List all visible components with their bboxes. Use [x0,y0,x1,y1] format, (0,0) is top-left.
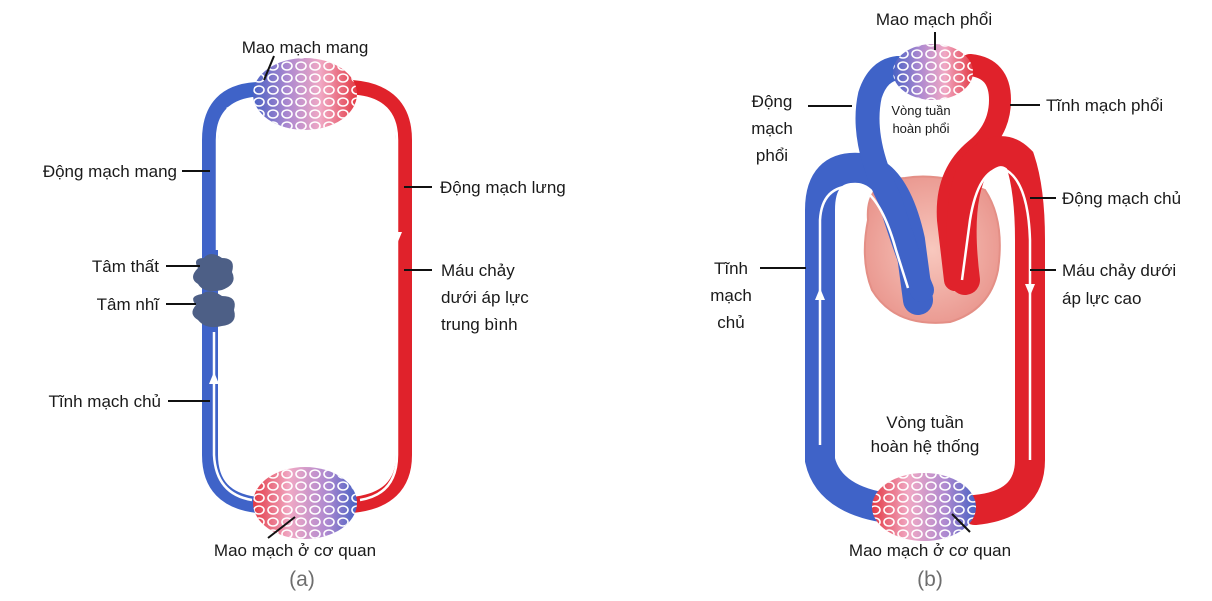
label-systemic-circuit-2: hoàn hệ thống [871,437,980,456]
label-pulmonary-artery-3: phổi [756,146,788,165]
label-gill-capillaries: Mao mạch mang [242,38,369,57]
label-pulmonary-circuit-1: Vòng tuần [891,103,950,118]
label-organ-capillaries-a: Mao mạch ở cơ quan [214,541,376,560]
label-pressure-a-1: Máu chảy [441,261,515,280]
label-lung-capillaries: Mao mạch phổi [876,10,992,29]
label-aorta: Động mạch chủ [1062,189,1181,208]
organ-capillary-bed-a [253,467,357,539]
fish-heart [192,254,234,327]
label-vena-cava-a: Tĩnh mạch chủ [49,392,161,411]
lung-capillary-bed [893,44,973,100]
label-systemic-circuit-1: Vòng tuần [886,413,964,432]
label-pressure-b-1: Máu chảy dưới [1062,261,1176,280]
atrium-shape [192,291,234,327]
panel-b-double-circulation: Mao mạch phổi Động mạch phổi Vòng tuần h… [710,10,1181,591]
label-atrium: Tâm nhĩ [97,295,161,314]
label-pressure-a-3: trung bình [441,315,518,334]
label-gill-artery: Động mạch mang [43,162,177,181]
organ-capillary-bed-b [872,473,976,541]
label-vena-cava-b-3: chủ [717,313,744,332]
label-pressure-a-2: dưới áp lực [441,288,529,307]
label-vena-cava-b-2: mạch [710,286,752,305]
label-vena-cava-b-1: Tĩnh [714,259,748,278]
flow-line-red-a [356,96,397,500]
label-ventricle: Tâm thất [92,257,159,276]
label-organ-capillaries-b: Mao mạch ở cơ quan [849,541,1011,560]
label-pulmonary-circuit-2: hoàn phổi [892,121,949,136]
panel-a-fish-single-circulation: Mao mạch mang Động mạch mang Động mạch l… [43,38,566,591]
label-pulmonary-artery-2: mạch [751,119,793,138]
caption-b: (b) [917,568,943,591]
label-dorsal-aorta: Động mạch lưng [440,178,566,197]
label-pulmonary-vein: Tĩnh mạch phổi [1046,96,1163,115]
label-pressure-b-2: áp lực cao [1062,289,1141,308]
caption-a: (a) [289,568,315,591]
ventricle-shape [193,254,234,291]
label-pulmonary-artery-1: Động [752,92,793,111]
